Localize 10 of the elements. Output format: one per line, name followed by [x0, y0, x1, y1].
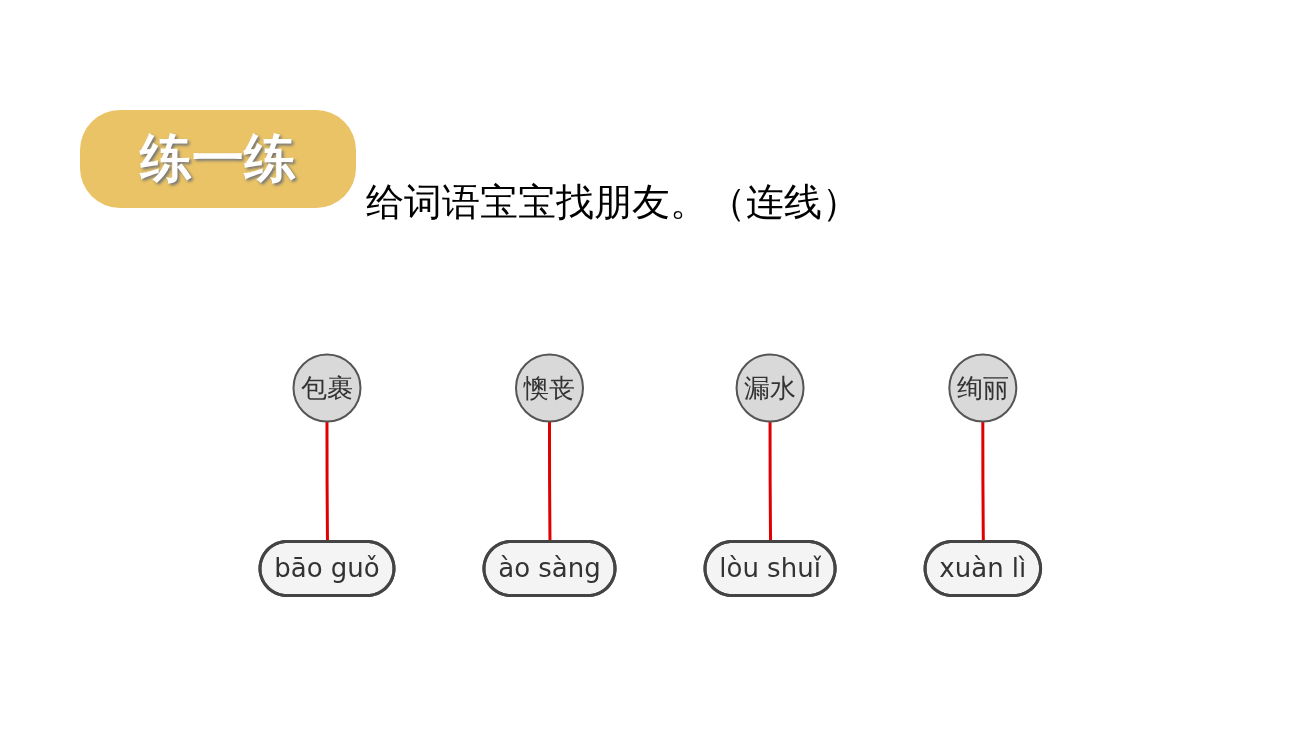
connector	[547, 421, 552, 542]
node-circle: 包裹	[292, 353, 362, 423]
instruction-text: 给词语宝宝找朋友。（连线）	[366, 179, 860, 226]
connector	[325, 421, 329, 542]
connector	[981, 421, 985, 542]
node-circle: 懊丧	[514, 353, 584, 423]
connector	[768, 421, 772, 542]
title-badge: 练一练	[80, 110, 356, 208]
node-circle: 漏水	[735, 353, 805, 423]
node-circle: 绚丽	[948, 353, 1018, 423]
